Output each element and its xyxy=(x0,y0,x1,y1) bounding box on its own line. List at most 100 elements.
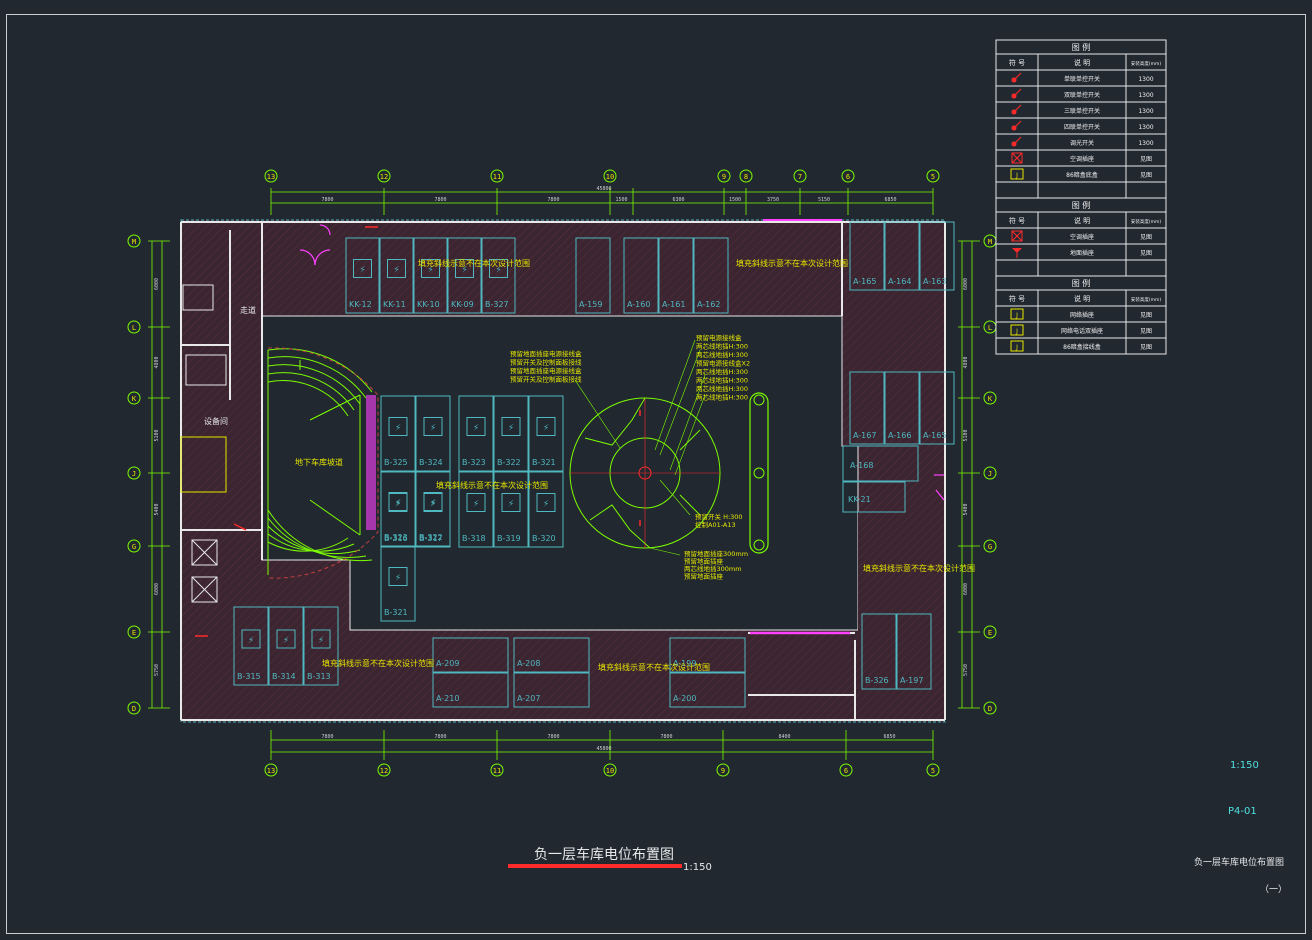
dim-segment: 6000 xyxy=(963,278,969,290)
space-label: A-207 xyxy=(517,694,540,703)
charger-icon xyxy=(423,493,443,512)
legend-height: 见图 xyxy=(1140,234,1152,241)
dim-segment: 7800 xyxy=(434,734,446,740)
charger-icon xyxy=(276,629,296,649)
axis-label: 12 xyxy=(380,173,388,181)
parking-space xyxy=(493,395,529,472)
space-label: B-321 xyxy=(384,608,408,617)
charger-glyph: ⚡ xyxy=(283,636,289,646)
legend-header: 安装高度(mm) xyxy=(1131,296,1162,303)
parking-space xyxy=(884,371,920,445)
axis-bubble xyxy=(841,169,855,183)
space-label: A-199 xyxy=(673,659,696,668)
space-label: B-327 xyxy=(485,300,509,309)
sheet-title: 负一层车库电位布置图 xyxy=(1194,856,1284,868)
space-label: KK-09 xyxy=(451,300,474,309)
axis-label: J xyxy=(132,470,136,478)
parking-space xyxy=(303,606,339,686)
legend-header: 安装高度(mm) xyxy=(1131,218,1162,225)
dim-segment: 5400 xyxy=(154,503,160,515)
double-switch-icon xyxy=(1014,88,1022,96)
parking-space xyxy=(458,395,494,472)
legend-label: 网络插座 xyxy=(1070,311,1094,319)
capsule-planter xyxy=(749,392,769,554)
dim-segment: 7800 xyxy=(660,734,672,740)
network-tel-outlet-icon-glyph: J xyxy=(1015,328,1018,335)
space-label: B-323 xyxy=(384,533,408,542)
legend-label: 86暗盒接线盒 xyxy=(1063,343,1101,351)
axis-bubble xyxy=(983,466,997,480)
dim-segment: 7800 xyxy=(547,197,559,203)
charger-icon xyxy=(388,417,408,436)
legend-label: 三联单控开关 xyxy=(1064,107,1100,115)
dim-segment: 4800 xyxy=(963,356,969,368)
parking-space xyxy=(669,637,746,673)
toilet-area xyxy=(185,354,227,386)
annotation-line: 两芯线地插H:300 xyxy=(696,376,748,385)
ramp-outline xyxy=(267,347,379,579)
charger-glyph: ⚡ xyxy=(508,500,514,510)
parking-space xyxy=(693,237,729,314)
charger-icon xyxy=(536,417,556,436)
parking-space xyxy=(849,221,885,291)
ac-outlet-icon xyxy=(1011,230,1023,242)
axis-bubble xyxy=(983,539,997,553)
axis-bubble xyxy=(490,763,504,777)
annotation-line: 预留开关及控制面板接线 xyxy=(510,358,582,367)
annotation-right: 预留电源接线盒两芯线地插H:300两芯线地插H:300预留电源接线盒X2两芯线地… xyxy=(696,333,750,402)
space-label: A-160 xyxy=(627,300,650,309)
axis-bubble xyxy=(127,701,141,715)
charger-icon xyxy=(501,417,521,436)
space-label: B-318 xyxy=(462,534,486,543)
charger-icon xyxy=(536,493,556,512)
space-kk21 xyxy=(842,481,906,513)
dim-segment: 1500 xyxy=(615,197,627,203)
note-top-b: 填充斜线示意不在本次设计范围 xyxy=(736,258,848,268)
charger-glyph: ⚡ xyxy=(543,424,549,434)
legend-height: 见图 xyxy=(1140,312,1152,319)
annotation-line: 预留地面插座 xyxy=(684,572,724,581)
dim-segment: 5100 xyxy=(963,429,969,441)
axis-label: L xyxy=(132,324,136,332)
axis-label: 5 xyxy=(931,767,935,775)
space-label: B-324 xyxy=(419,458,443,467)
parking-space xyxy=(432,637,509,673)
sheet-scale: 1:150 xyxy=(1230,760,1259,771)
dim-segment: 8400 xyxy=(778,734,790,740)
axis-bubble xyxy=(490,169,504,183)
charger-icon xyxy=(455,259,474,278)
annotation-line: 预留地面插座电源接线盒 xyxy=(510,349,582,358)
parking-space xyxy=(380,545,416,622)
parking-space xyxy=(884,221,920,291)
charger-glyph: ⚡ xyxy=(395,499,401,509)
parking-space xyxy=(268,606,304,686)
note-top-a: 填充斜线示意不在本次设计范围 xyxy=(418,258,530,268)
axis-label: K xyxy=(988,395,993,403)
axis-label: M xyxy=(988,238,992,246)
ac-outlet-icon xyxy=(1011,152,1023,164)
charger-glyph: ⚡ xyxy=(430,500,436,510)
drawing-title-scale: 1:150 xyxy=(683,862,712,873)
charger-glyph: ⚡ xyxy=(430,424,436,434)
legend-title: 图 例 xyxy=(1072,278,1091,288)
elevator-2 xyxy=(191,576,218,603)
charger-glyph: ⚡ xyxy=(318,636,324,646)
legend-label: 空调插座 xyxy=(1070,233,1094,241)
box-icon-glyph: J xyxy=(1015,344,1018,351)
red-markers xyxy=(195,226,641,637)
space-label: KK-10 xyxy=(417,300,440,309)
charger-icon xyxy=(501,493,521,512)
parking-space xyxy=(896,613,932,690)
space-label: B-320 xyxy=(532,534,556,543)
parking-space xyxy=(458,471,494,548)
axis-label: 7 xyxy=(798,173,802,181)
space-a168 xyxy=(842,445,919,482)
dim-segment: 1500 xyxy=(729,197,741,203)
dim-segment: 6000 xyxy=(963,583,969,595)
legend-label: 地面插座 xyxy=(1070,249,1094,257)
space-label: A-165 xyxy=(923,431,946,440)
